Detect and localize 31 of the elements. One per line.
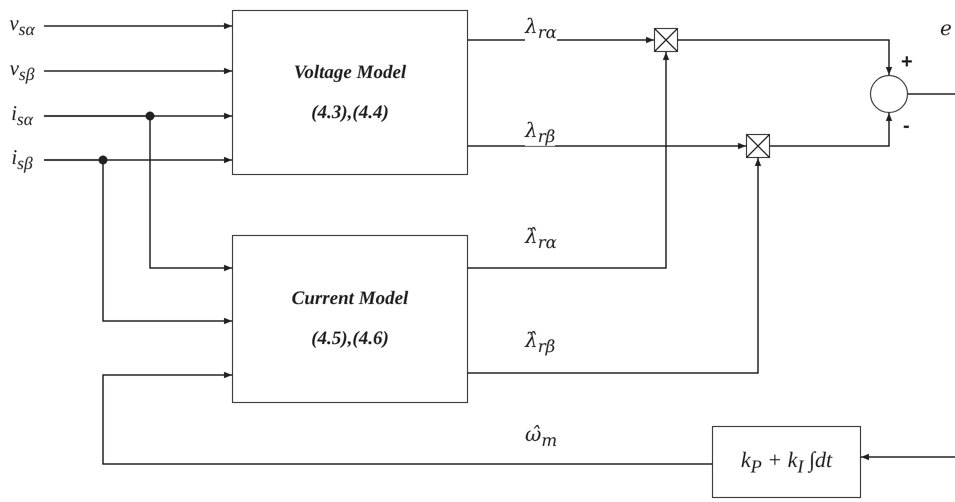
- sign-label: -: [903, 116, 910, 136]
- multiplier-box: [654, 28, 678, 52]
- block-box: [232, 235, 468, 403]
- arrow: [44, 159, 232, 324]
- signal-label: i$_{sα}$: [11, 103, 33, 129]
- arrow: [44, 115, 232, 272]
- transfer-function: k$_{P}$ + k$_{I}$ ∫dt: [740, 446, 832, 478]
- arrow: [468, 52, 670, 269]
- arrow: [44, 68, 232, 74]
- block-box: [232, 10, 468, 175]
- arrow: [678, 39, 892, 75]
- arrow: [861, 454, 955, 460]
- multiplier-box: [746, 134, 770, 158]
- sign-label: +: [901, 52, 913, 72]
- arrow: [770, 113, 892, 147]
- equation-reference: (4.3),(4.4): [311, 102, 389, 124]
- arrow: [468, 158, 762, 374]
- arrow: [102, 372, 712, 465]
- block-box: [712, 426, 861, 498]
- arrow: [44, 22, 232, 30]
- edge-label: λ$_{rβ}$: [525, 120, 556, 146]
- block-title: Voltage Model: [294, 62, 406, 84]
- edge-label: λ̂$_{rβ}$: [525, 330, 556, 356]
- signal-label: v$_{sβ}$: [10, 58, 34, 84]
- signal-label: i$_{sβ}$: [11, 147, 33, 173]
- block-title: Current Model: [292, 288, 408, 310]
- arrow: [468, 142, 746, 150]
- equation-reference: (4.5),(4.6): [311, 328, 389, 350]
- summing-junction: [870, 75, 908, 113]
- signal-label: v$_{sα}$: [9, 13, 35, 39]
- edge-label: λ$_{rα}$: [525, 16, 557, 42]
